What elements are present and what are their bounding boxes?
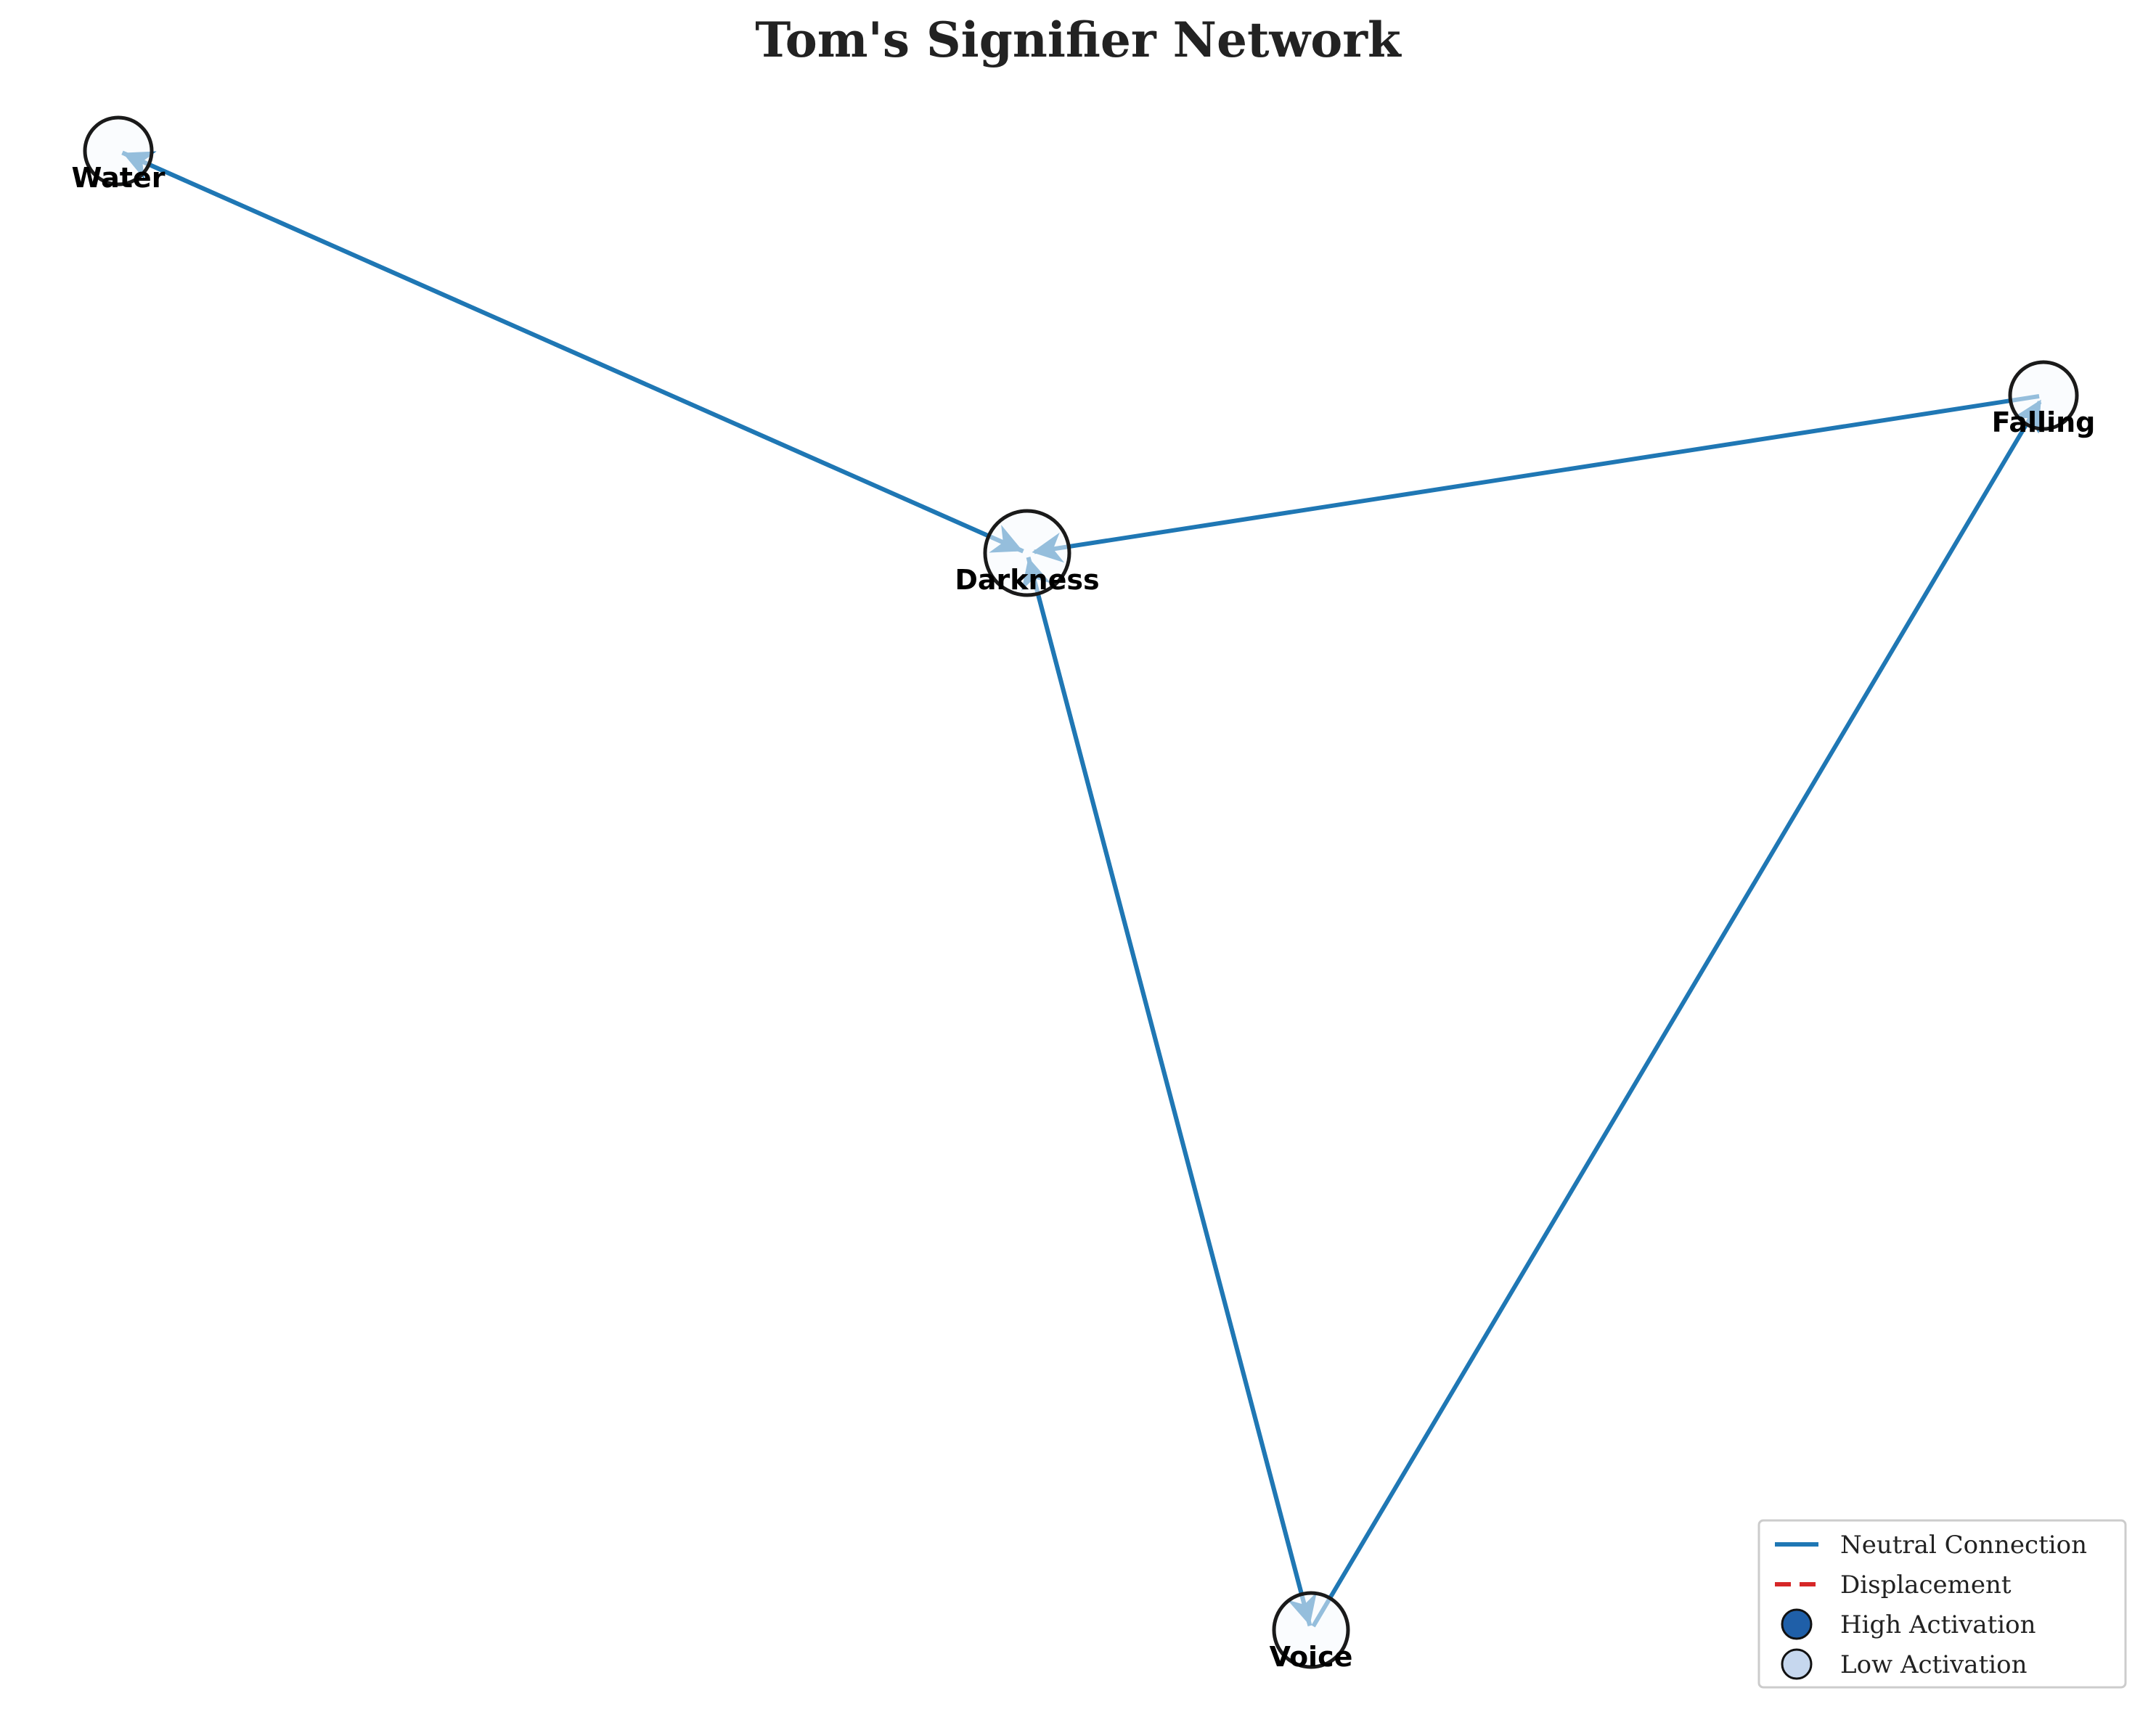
legend-displacement-label: Displacement [1840, 1570, 2012, 1600]
edge-voice-to-falling [1311, 399, 2042, 1628]
legend-low-activation-marker [1781, 1648, 1813, 1680]
node-water: Water [72, 115, 166, 194]
legend-high-activation-label: High Activation [1840, 1610, 2036, 1639]
node-label-darkness: Darkness [955, 564, 1099, 596]
node-circle-voice [1272, 1591, 1350, 1669]
node-circle-darkness [983, 509, 1071, 597]
edge-falling-to-darkness [1032, 393, 2040, 563]
node-label-voice: Voice [1270, 1641, 1353, 1673]
legend-high-activation-marker [1781, 1608, 1813, 1640]
node-falling: Falling [1992, 360, 2096, 438]
edge-darkness-to-voice [1026, 557, 1317, 1626]
node-circle-falling [2008, 360, 2079, 431]
edge-water-to-darkness [121, 150, 1024, 553]
node-label-falling: Falling [1992, 406, 2096, 438]
legend-neutral-label: Neutral Connection [1840, 1531, 2087, 1560]
node-darkness: Darkness [955, 509, 1100, 597]
edges-layer [121, 150, 2042, 1628]
node-label-water: Water [72, 162, 166, 194]
node-circle-water [83, 115, 154, 187]
legend-frame [1757, 1519, 2127, 1689]
legend: Neutral Connection Displacement High Act… [1757, 1519, 2127, 1689]
diagram-title: Tom's Signifier Network [755, 12, 1402, 68]
legend-low-activation-label: Low Activation [1840, 1650, 2027, 1679]
node-voice: Voice [1270, 1591, 1353, 1673]
